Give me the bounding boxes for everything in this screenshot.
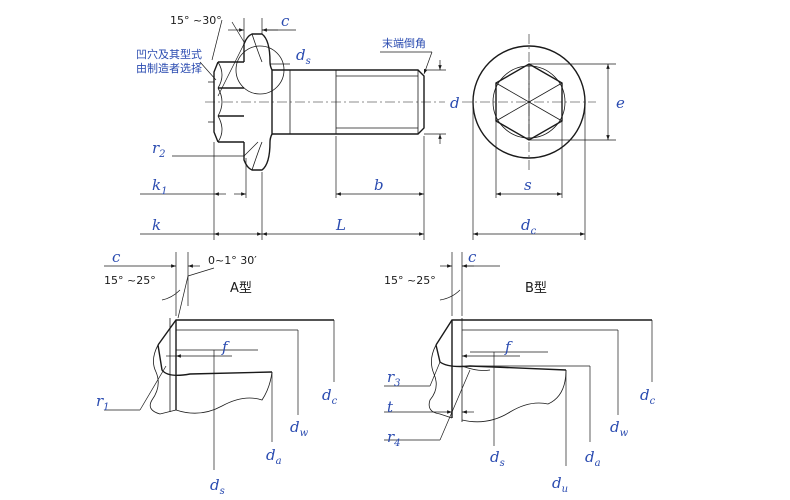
dc-top-label: dc (521, 216, 537, 237)
side-view: 15° ~30° c ds 末端倒角 d 凹穴及其型式 由制造者选择 r2 k1… (136, 12, 460, 240)
da-a-label: da (266, 446, 282, 467)
L-label: L (335, 216, 346, 234)
ds-b-label: ds (490, 448, 505, 469)
t-label: t (387, 398, 394, 416)
end-view: e s dc (462, 34, 625, 240)
dc-a-label: dc (322, 386, 338, 407)
c-top-label: c (281, 12, 290, 30)
type-a-detail: A型 c 15° ~25° 0~1° 30′ f (96, 248, 338, 497)
angle-a-small-label: 0~1° 30′ (208, 254, 257, 267)
dc-b-label: dc (640, 386, 656, 407)
type-b-flange-top (435, 319, 652, 346)
angle-top-label: 15° ~30° (170, 14, 222, 27)
angle-b-range-label: 15° ~25° (384, 274, 436, 287)
shank-outline (272, 69, 425, 135)
r3-label: r3 (387, 368, 401, 389)
dw-a-label: dw (290, 418, 309, 439)
type-a-title: A型 (230, 281, 252, 296)
b-label: b (374, 176, 384, 194)
k-label: k (152, 216, 161, 234)
type-b-title: B型 (525, 281, 547, 296)
dw-b-label: dw (610, 418, 629, 439)
f-a-label: f (221, 338, 230, 356)
da-b-label: da (585, 448, 601, 469)
f-b-label: f (504, 338, 513, 356)
c-a-label: c (112, 248, 121, 266)
r1-label: r1 (96, 392, 110, 413)
ds-top-label: ds (296, 46, 311, 67)
r4-label: r4 (387, 428, 401, 449)
e-label: e (616, 94, 625, 112)
recess-note-line1: 凹穴及其型式 (136, 47, 202, 61)
r2-label: r2 (152, 139, 166, 160)
s-label: s (524, 176, 532, 194)
d-label: d (450, 94, 460, 112)
du-b-label: du (552, 474, 568, 495)
end-chamfer-note: 末端倒角 (382, 36, 426, 50)
type-a-flange-top (157, 319, 334, 346)
recess-note-line2: 由制造者选择 (136, 61, 202, 75)
type-a-flange-face (157, 344, 273, 377)
ds-a-label: ds (210, 476, 225, 497)
detail-circle (235, 45, 285, 95)
angle-a-range-label: 15° ~25° (104, 274, 156, 287)
type-b-detail: B型 c 15° ~2 (384, 248, 656, 495)
hex-head-outline (213, 61, 244, 143)
k1-label: k1 (152, 176, 167, 197)
c-b-label: c (468, 248, 477, 266)
